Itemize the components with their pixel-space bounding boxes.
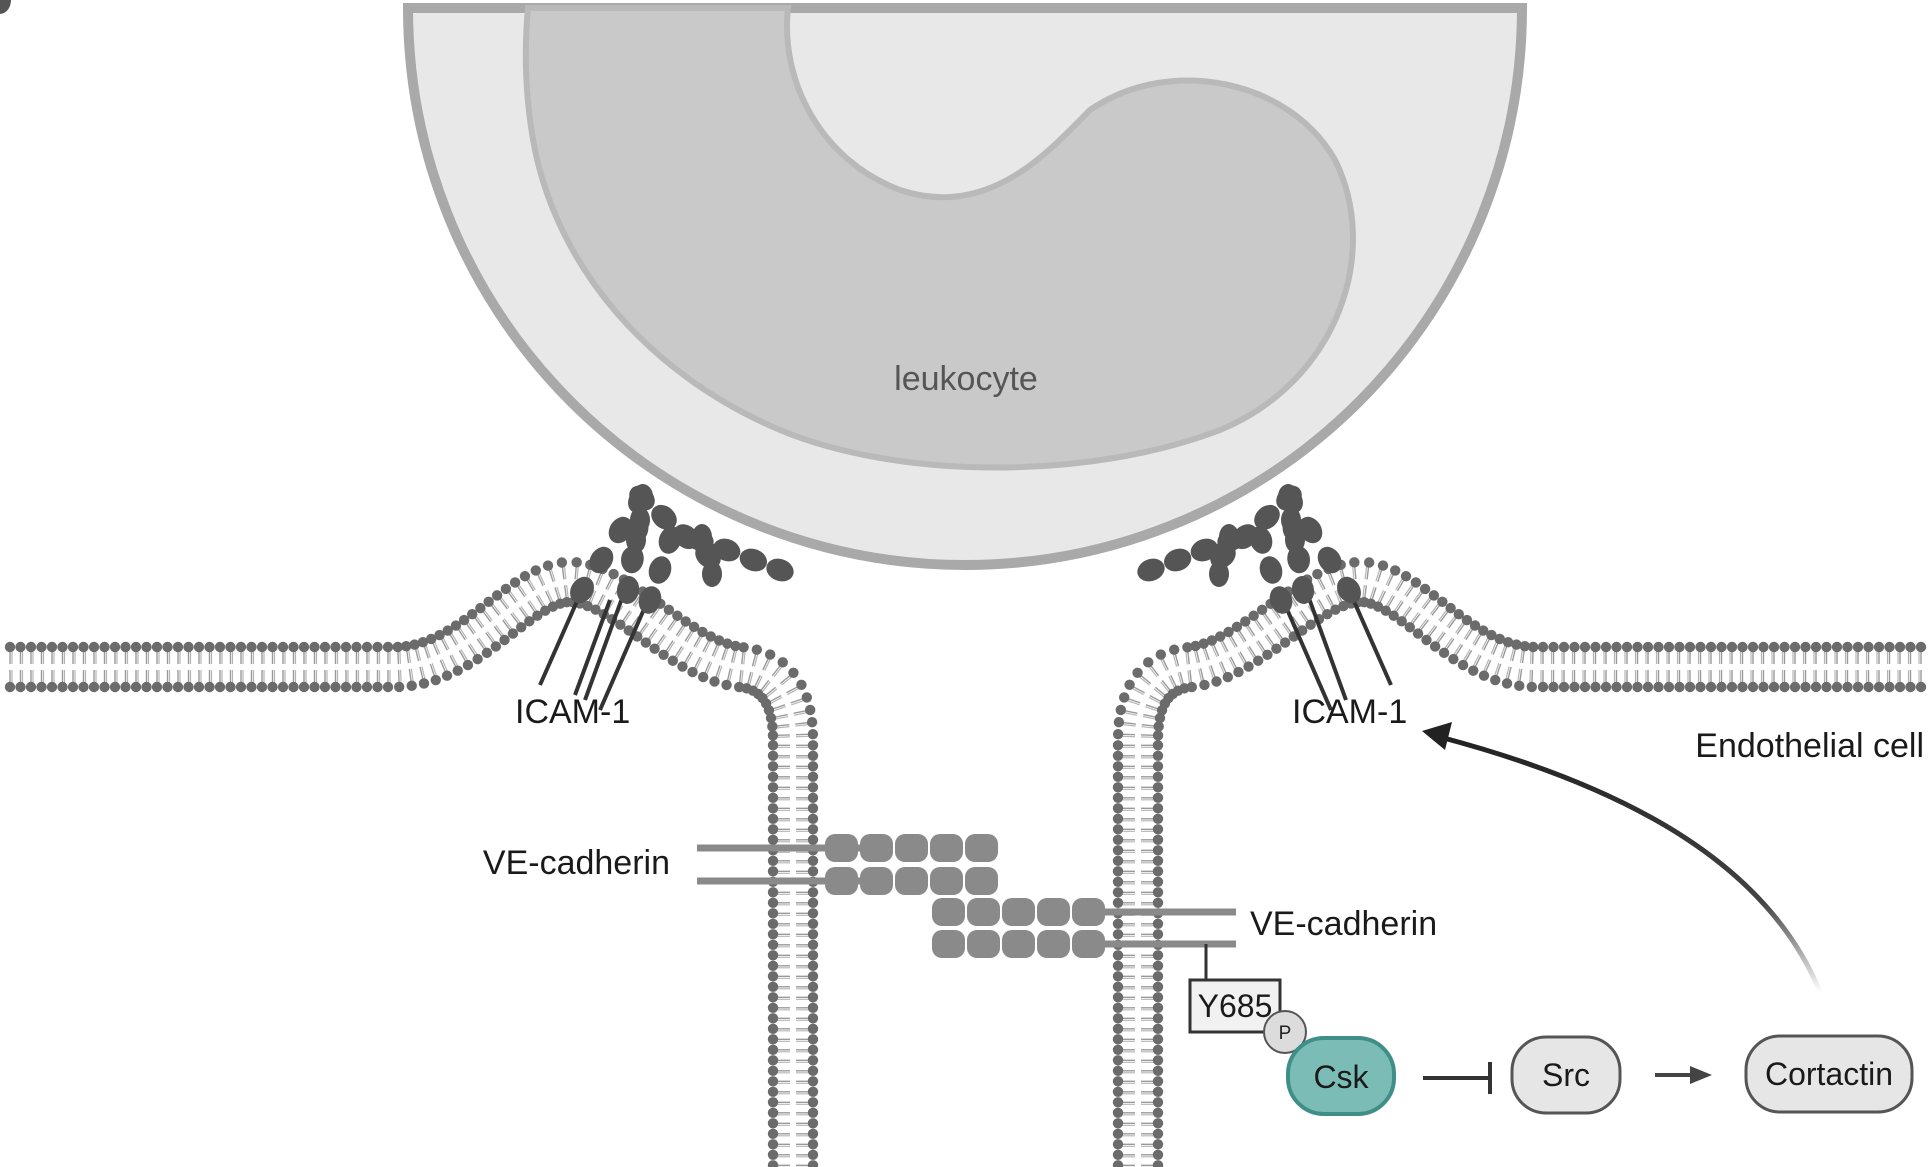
- icam-left-2: [573, 599, 612, 696]
- csk-label: Csk: [1313, 1059, 1369, 1095]
- cadherin-domain: [932, 898, 965, 926]
- leukocyte-label: leukocyte: [894, 360, 1038, 398]
- cadherin-domain: [930, 834, 963, 862]
- cadherin-domain: [1037, 930, 1070, 958]
- src-node[interactable]: Src: [1510, 1035, 1622, 1115]
- icam-right-beads: [1209, 487, 1310, 587]
- phospho-label: P: [1279, 1023, 1292, 1044]
- membrane-left: [4, 557, 819, 1167]
- cadherin-domain: [895, 867, 928, 895]
- leukocyte-nucleus: [522, 5, 1356, 471]
- membrane-left-tails: [9, 562, 813, 1167]
- ve-cadherin-left-label: VE-cadherin: [483, 844, 670, 882]
- cadherin-domain: [860, 834, 893, 862]
- cadherin-domain: [1002, 898, 1035, 926]
- cadherin-domain: [1072, 898, 1105, 926]
- icam-left-4: [598, 526, 794, 711]
- cadherin-domain: [930, 867, 963, 895]
- cadherin-domain: [1002, 930, 1035, 958]
- cadherin-domains-left: [825, 834, 998, 895]
- cadherin-domains-right: [932, 898, 1105, 958]
- endothelial-cell-label: Endothelial cell: [1695, 727, 1924, 765]
- src-shape: [1510, 1035, 1622, 1115]
- cortactin-shape: [1744, 1034, 1914, 1114]
- cadherin-domain: [825, 834, 858, 862]
- cortactin-to-icam-arrow: [1422, 722, 1823, 993]
- cadherin-domain: [965, 834, 998, 862]
- cadherin-domain: [965, 867, 998, 895]
- icam-right-label: ICAM-1: [1292, 693, 1407, 731]
- inhibition-edge: [1423, 1062, 1492, 1094]
- cadherin-domain: [932, 930, 965, 958]
- membrane-left-heads: [4, 557, 819, 1167]
- cortactin-label: Cortactin: [1765, 1056, 1893, 1092]
- icam-left-label: ICAM-1: [515, 693, 630, 731]
- phospho-circle: [1263, 1010, 1307, 1054]
- cadherin-domain: [860, 867, 893, 895]
- cortactin-node[interactable]: Cortactin: [1744, 1034, 1914, 1114]
- cadherin-domain: [1037, 898, 1070, 926]
- endothelial-membranes: [4, 557, 1927, 1167]
- leukocyte-cell: leukocyte: [402, 2, 1528, 570]
- cadherin-domain: [825, 867, 858, 895]
- membrane-right-heads: [1112, 557, 1927, 1167]
- icam-left-beads: [621, 487, 722, 587]
- src-label: Src: [1542, 1057, 1590, 1093]
- cadherin-domain: [967, 898, 1000, 926]
- csk-shape: [1286, 1036, 1396, 1116]
- ve-cadherin-left: VE-cadherin: [483, 834, 998, 895]
- membrane-right: [1112, 557, 1927, 1167]
- cadherin-domain: [895, 834, 928, 862]
- activation-edge: [1655, 1066, 1712, 1084]
- y685-label: Y685: [1198, 988, 1273, 1024]
- icam-molecules: [0, 0, 1393, 711]
- cadherin-domain: [967, 930, 1000, 958]
- ve-cadherin-right-label: VE-cadherin: [1250, 905, 1437, 943]
- ve-cadherin-right: VE-cadherin Y685 P: [932, 898, 1437, 1054]
- cadherin-domain: [1072, 930, 1105, 958]
- csk-node[interactable]: Csk: [1286, 1036, 1396, 1116]
